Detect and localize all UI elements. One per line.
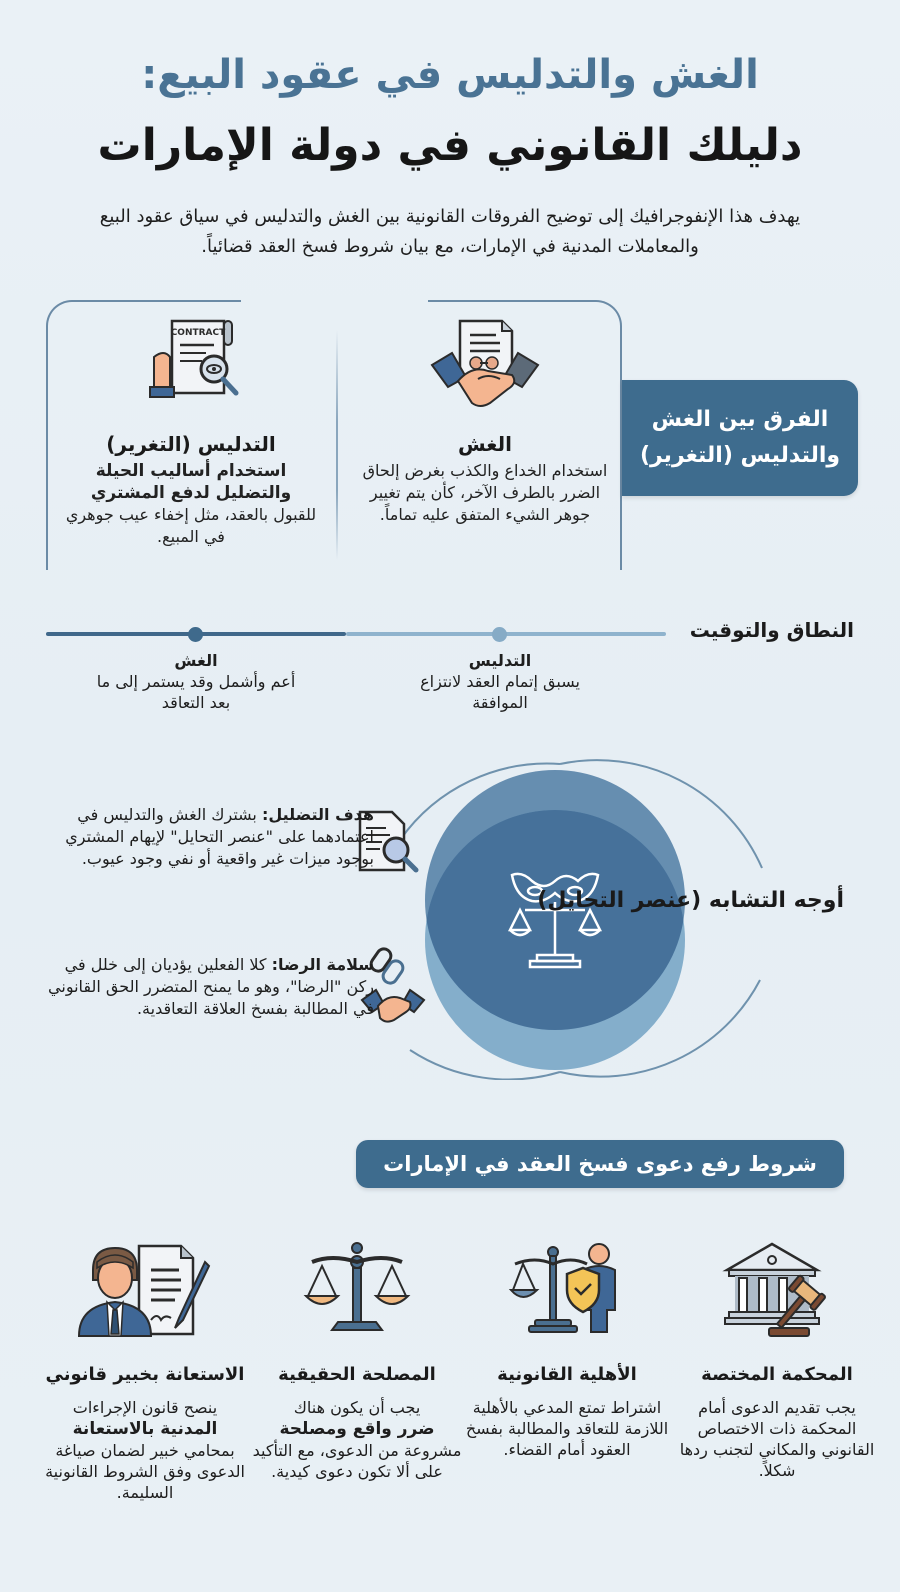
fraud-column: الغش استخدام الخداع والكذب بغرض إلحاق ال… (350, 312, 620, 526)
timeline-item-title: الغش (174, 651, 218, 670)
condition-title: الأهلية القانونية (497, 1364, 637, 1385)
condition-real-interest: المصلحة الحقيقية يجب أن يكون هناك ضرر واق… (252, 1240, 462, 1482)
condition-title: المصلحة الحقيقية (278, 1364, 436, 1385)
condition-competent-court: المحكمة المختصة يجب تقديم الدعوى أمام ال… (672, 1240, 882, 1481)
condition-text-post: مشروعة من الدعوى، مع التأكيد على ألا تكو… (252, 1441, 462, 1481)
title-line-1: الغش والتدليس في عقود البيع: (141, 52, 759, 98)
condition-text-bold: ضرر واقع ومصلحة (279, 1419, 435, 1439)
condition-text-bold: المدنية بالاستعانة (72, 1419, 218, 1439)
handshake-contract-icon (350, 312, 620, 422)
conditions-header: شروط رفع دعوى فسخ العقد في الإمارات (356, 1140, 844, 1188)
mask-scales-icon (507, 872, 603, 969)
condition-legal-expert: الاستعانة بخبير قانوني ينصح قانون الإجرا… (40, 1240, 250, 1503)
fraud-description: استخدام الخداع والكذب بغرض إلحاق الضرر ب… (362, 461, 608, 524)
deceit-title: التدليس (التغرير) (106, 432, 276, 456)
similarity-item-misleading: هدف التضليل: بشترك الغش والتدليس في اعتم… (44, 804, 374, 870)
condition-title: الاستعانة بخبير قانوني (45, 1364, 245, 1385)
deceit-column: CONTRACT التدليس (التغرير) استخدام أسالي… (56, 312, 326, 548)
timeline-item-deceit: التدليس يسبق إتمام العقد لانتزاع الموافق… (390, 650, 610, 713)
scales-icon (252, 1240, 462, 1340)
timeline-item-text: أعم وأشمل وقد يستمر إلى ما بعد التعاقد (96, 672, 296, 712)
condition-text: اشتراط تمتع المدعي بالأهلية اللازمة للتع… (465, 1398, 669, 1459)
similarities-title: أوجه التشابه (عنصر التحايل) (537, 888, 844, 913)
timeline-item-title: التدليس (468, 651, 532, 670)
timeline-dot-fraud (188, 627, 203, 642)
contract-magnifier-icon: CONTRACT (56, 312, 326, 422)
timeline-dot-deceit (492, 627, 507, 642)
title-line-2: دليلك القانوني في دولة الإمارات (97, 120, 803, 171)
deceit-card-frame (46, 300, 241, 570)
venn-diagram (400, 759, 763, 1080)
broken-chain-handshake-icon (360, 944, 426, 1028)
timeline-item-fraud: الغش أعم وأشمل وقد يستمر إلى ما بعد التع… (86, 650, 306, 713)
condition-text-pre: يجب أن يكون هناك (293, 1398, 421, 1417)
condition-text: يجب تقديم الدعوى أمام المحكمة ذات الاختص… (679, 1398, 875, 1480)
scales-shield-person-icon (462, 1240, 672, 1340)
column-divider (336, 330, 338, 560)
fraud-card-frame (428, 300, 622, 570)
condition-text-pre: ينصح قانون الإجراءات (72, 1398, 218, 1417)
deceit-description: استخدام أساليب الحيلة والتضليل لدفع المش… (56, 460, 326, 548)
deceit-description-rest: للقبول بالعقد، مثل إخفاء عيب جوهري في ال… (65, 505, 317, 546)
similarity-text: بشترك الغش والتدليس في اعتمادهما على "عن… (65, 805, 374, 868)
deceit-description-bold: استخدام أساليب الحيلة والتضليل لدفع المش… (90, 461, 292, 503)
condition-title: المحكمة المختصة (701, 1364, 853, 1385)
timeline-item-text: يسبق إتمام العقد لانتزاع الموافقة (420, 672, 580, 712)
condition-legal-capacity: الأهلية القانونية اشتراط تمتع المدعي بال… (462, 1240, 672, 1460)
intro-text: يهدف هذا الإنفوجرافيك إلى توضيح الفروقات… (99, 206, 801, 257)
similarity-text: كلا الفعلين يؤديان إلى خلل في ركن "الرضا… (48, 955, 374, 1018)
timeline-title: النطاق والتوقيت (689, 618, 854, 642)
svg-text:CONTRACT: CONTRACT (171, 328, 226, 338)
lawyer-document-icon (40, 1240, 250, 1340)
document-search-icon (356, 808, 422, 882)
similarity-label: هدف التضليل: (261, 805, 374, 824)
courthouse-gavel-icon (672, 1240, 882, 1340)
difference-section-label: الفرق بين الغش والتدليس (التغرير) (622, 380, 858, 496)
similarity-item-consent: سلامة الرضا: كلا الفعلين يؤديان إلى خلل … (44, 954, 374, 1020)
fraud-title: الغش (458, 432, 512, 456)
condition-text-post: بمحامي خبير لضمان صياغة الدعوى وفق الشرو… (45, 1441, 245, 1502)
similarity-label: سلامة الرضا: (271, 955, 374, 974)
